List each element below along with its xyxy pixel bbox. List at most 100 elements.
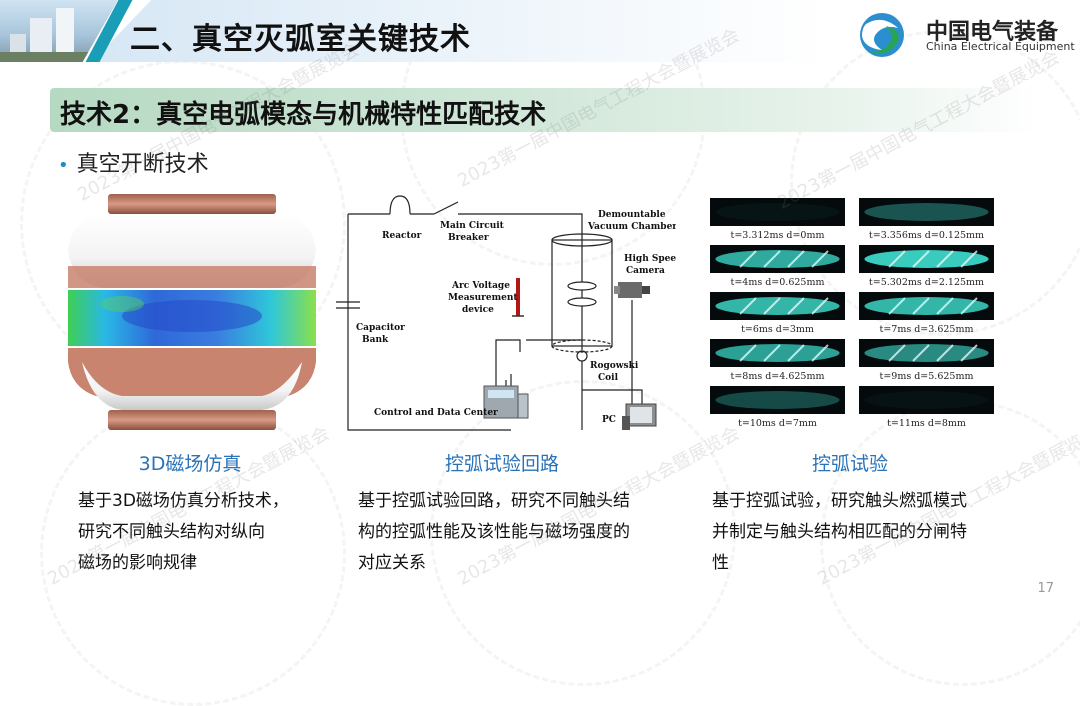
label-arc-voltage: Measurement	[448, 293, 518, 303]
arc-frame-label: t=7ms d=3.625mm	[880, 324, 974, 335]
logo-text-cn: 中国电气装备	[926, 20, 1059, 45]
label-pc: PC	[602, 415, 616, 425]
arc-frame: t=8ms d=4.625mm	[710, 339, 845, 382]
arc-glow	[715, 344, 840, 362]
description-line: 构的控弧性能及该性能与磁场强度的	[358, 522, 630, 542]
arc-frame-label: t=11ms d=8mm	[887, 418, 966, 429]
arc-frame: t=7ms d=3.625mm	[859, 292, 994, 335]
arc-streak	[787, 344, 805, 362]
label-arc-voltage: device	[462, 305, 494, 315]
circuit-svg: Reactor Main Circuit Breaker Demountable…	[336, 195, 683, 431]
arc-frame-label: t=8ms d=4.625mm	[731, 371, 825, 382]
label-main-breaker: Main Circuit	[440, 221, 505, 231]
label-reactor: Reactor	[382, 231, 422, 241]
arc-frame-label: t=4ms d=0.625mm	[731, 277, 825, 288]
arc-streak	[739, 344, 757, 362]
test-circuit-diagram: Reactor Main Circuit Breaker Demountable…	[336, 190, 683, 436]
arc-streak	[811, 297, 829, 315]
description-line: 对应关系	[358, 553, 426, 573]
slide-header: 二、真空灭弧室关键技术 中国电气装备 China Electrical Equi…	[0, 0, 1080, 78]
description-line: 并制定与触头结构相匹配的分闸特	[712, 522, 967, 542]
simulation-image	[62, 192, 322, 432]
panel-description: 基于控弧试验，研究触头燃弧模式 并制定与触头结构相匹配的分闸特 性	[712, 486, 1002, 579]
page-title: 二、真空灭弧室关键技术	[130, 22, 471, 57]
arc-streak	[763, 250, 781, 268]
arc-streak	[888, 297, 906, 315]
arc-streak	[763, 344, 781, 362]
label-capacitor: Bank	[362, 335, 389, 345]
arc-glow	[864, 203, 989, 221]
bullet-item: • 真空开断技术	[58, 146, 209, 178]
arc-frame: t=4ms d=0.625mm	[710, 245, 845, 288]
arc-glow	[715, 250, 840, 268]
label-control-center: Control and Data Center	[374, 408, 498, 418]
logo-swirl-icon	[860, 13, 904, 57]
arc-frame-label: t=3.356ms d=0.125mm	[869, 230, 984, 241]
arc-streak	[811, 344, 829, 362]
arc-frame: t=11ms d=8mm	[859, 386, 994, 429]
label-main-breaker: Breaker	[448, 233, 489, 243]
arc-frame-image	[710, 198, 845, 226]
arc-streak	[888, 250, 906, 268]
pc-icon	[622, 403, 657, 430]
arc-glow	[715, 297, 840, 315]
high-speed-camera-icon	[614, 282, 650, 298]
arc-streak	[811, 250, 829, 268]
arc-streak	[936, 297, 954, 315]
bullet-text: 真空开断技术	[76, 152, 209, 177]
description-line: 基于控弧试验回路，研究不同触头结	[358, 491, 630, 511]
arc-frame-image	[859, 198, 994, 226]
building-image	[0, 8, 118, 62]
description-line: 基于控弧试验，研究触头燃弧模式	[712, 491, 967, 511]
label-chamber: Demountable	[598, 210, 666, 220]
arc-frame: t=6ms d=3mm	[710, 292, 845, 335]
logo-text-en: China Electrical Equipment	[926, 40, 1075, 53]
company-logo: 中国电气装备 China Electrical Equipment	[852, 10, 1077, 60]
description-line: 研究不同触头结构对纵向	[78, 522, 265, 542]
arc-glow	[864, 250, 989, 268]
arc-frame-label: t=9ms d=5.625mm	[880, 371, 974, 382]
bullet-dot-icon: •	[58, 155, 69, 176]
page-number: 17	[1037, 581, 1054, 596]
label-capacitor: Capacitor	[356, 323, 405, 333]
label-rogowski: Coil	[598, 373, 619, 383]
arc-frame: t=9ms d=5.625mm	[859, 339, 994, 382]
arc-streak	[739, 297, 757, 315]
label-camera: High Speed	[624, 254, 676, 264]
label-arc-voltage: Arc Voltage	[451, 281, 510, 291]
arc-streak	[912, 297, 930, 315]
section-title: 技术2：真空电弧模态与机械特性匹配技术	[60, 100, 547, 130]
arc-test-frames: t=3.312ms d=0mm t=3.356ms d=0.125mm t=4ms …	[706, 196, 996, 432]
arc-streak	[960, 250, 978, 268]
arc-streak	[912, 344, 930, 362]
arc-streak	[960, 344, 978, 362]
arc-glow	[715, 391, 840, 409]
arc-frame: t=10ms d=7mm	[710, 386, 845, 429]
breaker-switch-icon	[433, 201, 459, 215]
arc-frames-svg: t=3.312ms d=0mm t=3.356ms d=0.125mm t=4ms …	[710, 198, 994, 429]
arc-streak	[936, 250, 954, 268]
arc-frame-label: t=6ms d=3mm	[741, 324, 814, 335]
arc-frame: t=3.356ms d=0.125mm	[859, 198, 994, 241]
description-line: 基于3D磁场仿真分析技术，	[78, 491, 289, 511]
circuit-wire	[347, 214, 511, 431]
arc-frame: t=3.312ms d=0mm	[710, 198, 845, 241]
panel-caption: 3D磁场仿真	[138, 453, 242, 475]
arc-streak	[787, 250, 805, 268]
arc-frame-image	[710, 386, 845, 414]
arc-glow	[864, 297, 989, 315]
label-camera: Camera	[626, 266, 665, 276]
reactor-icon	[389, 195, 411, 215]
arc-streak	[739, 250, 757, 268]
label-chamber: Vacuum Chamber	[587, 222, 676, 232]
arc-glow	[864, 344, 989, 362]
arc-streak	[936, 344, 954, 362]
header-band	[92, 0, 832, 62]
description-line: 性	[712, 553, 729, 573]
section-title-bar: 技术2：真空电弧模态与机械特性匹配技术	[50, 88, 1040, 132]
arc-streak	[763, 297, 781, 315]
arc-frame-image	[859, 386, 994, 414]
arc-streak	[888, 344, 906, 362]
label-rogowski: Rogowski	[590, 361, 639, 371]
panel-caption: 控弧试验	[811, 453, 888, 475]
